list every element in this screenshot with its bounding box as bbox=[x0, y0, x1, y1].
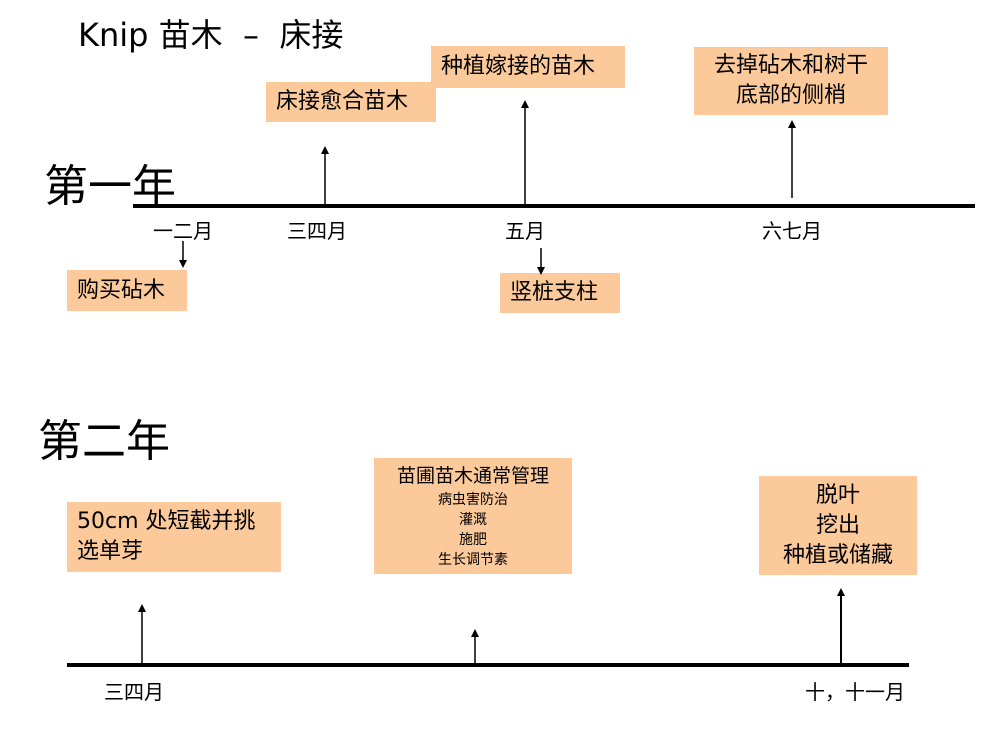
year2-timeline-axis bbox=[67, 663, 909, 667]
box-bench-graft-healed-text: 床接愈合苗木 bbox=[276, 89, 409, 114]
year1-month-mar-apr: 三四月 bbox=[287, 219, 347, 243]
box-plant-grafted: 种植嫁接的苗木 bbox=[431, 46, 625, 88]
year2-label: 第二年 bbox=[38, 416, 170, 467]
box-final-line1: 脱叶 bbox=[815, 482, 860, 508]
box-buy-rootstock: 购买砧木 bbox=[67, 270, 187, 311]
nursery-item-fertilizing: 施肥 bbox=[459, 532, 487, 548]
box-remove-suckers-line2: 底部的侧梢 bbox=[735, 83, 846, 108]
page-title: Knip 苗木 – 床接 bbox=[78, 16, 344, 54]
box-defoliate-dig-plant: 脱叶 挖出 种植或储藏 bbox=[759, 476, 917, 575]
year1-timeline-axis bbox=[133, 204, 975, 208]
box-final-line3: 种植或储藏 bbox=[782, 542, 893, 568]
box-buy-rootstock-text: 购买砧木 bbox=[77, 277, 166, 303]
year2-month-mar-apr: 三四月 bbox=[104, 680, 164, 704]
box-cut-back: 50cm 处短截并挑 选单芽 bbox=[67, 502, 281, 572]
box-bench-graft-healed: 床接愈合苗木 bbox=[266, 82, 436, 122]
box-nursery-management: 苗圃苗木通常管理 病虫害防治 灌溉 施肥 生长调节素 bbox=[374, 458, 572, 574]
box-remove-suckers: 去掉砧木和树干 底部的侧梢 bbox=[694, 47, 888, 115]
year1-month-jan-feb: 一二月 bbox=[153, 219, 213, 243]
nursery-item-irrigation: 灌溉 bbox=[459, 512, 487, 528]
box-plant-grafted-text: 种植嫁接的苗木 bbox=[441, 54, 596, 79]
box-remove-suckers-line1: 去掉砧木和树干 bbox=[713, 53, 868, 78]
year1-month-jun-jul: 六七月 bbox=[762, 219, 822, 243]
nursery-item-growth-regulator: 生长调节素 bbox=[438, 552, 508, 568]
box-cut-back-line1: 50cm 处短截并挑 bbox=[77, 509, 256, 534]
year1-label: 第一年 bbox=[44, 161, 176, 212]
nursery-item-pest-control: 病虫害防治 bbox=[438, 492, 508, 508]
box-stake-text: 竖桩支柱 bbox=[510, 280, 599, 305]
box-stake: 竖桩支柱 bbox=[500, 273, 620, 313]
year1-month-may: 五月 bbox=[505, 219, 545, 243]
year2-month-oct-nov: 十，十一月 bbox=[805, 680, 905, 704]
box-cut-back-line2: 选单芽 bbox=[77, 539, 144, 564]
box-nursery-management-title: 苗圃苗木通常管理 bbox=[396, 465, 549, 487]
box-final-line2: 挖出 bbox=[815, 512, 860, 538]
